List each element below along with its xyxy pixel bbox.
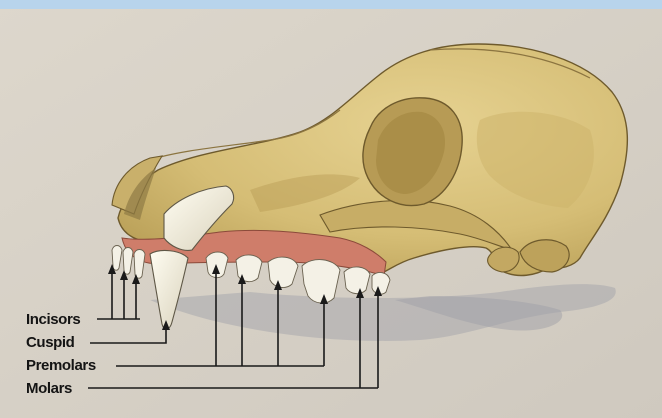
molar-1 xyxy=(344,267,370,294)
premolars-label: Premolars xyxy=(26,357,96,375)
premolar-2 xyxy=(236,255,262,282)
incisors-label: Incisors xyxy=(26,311,80,329)
molars-label: Molars xyxy=(26,380,72,398)
cuspid-label: Cuspid xyxy=(26,334,74,352)
top-sky-band xyxy=(0,0,662,9)
